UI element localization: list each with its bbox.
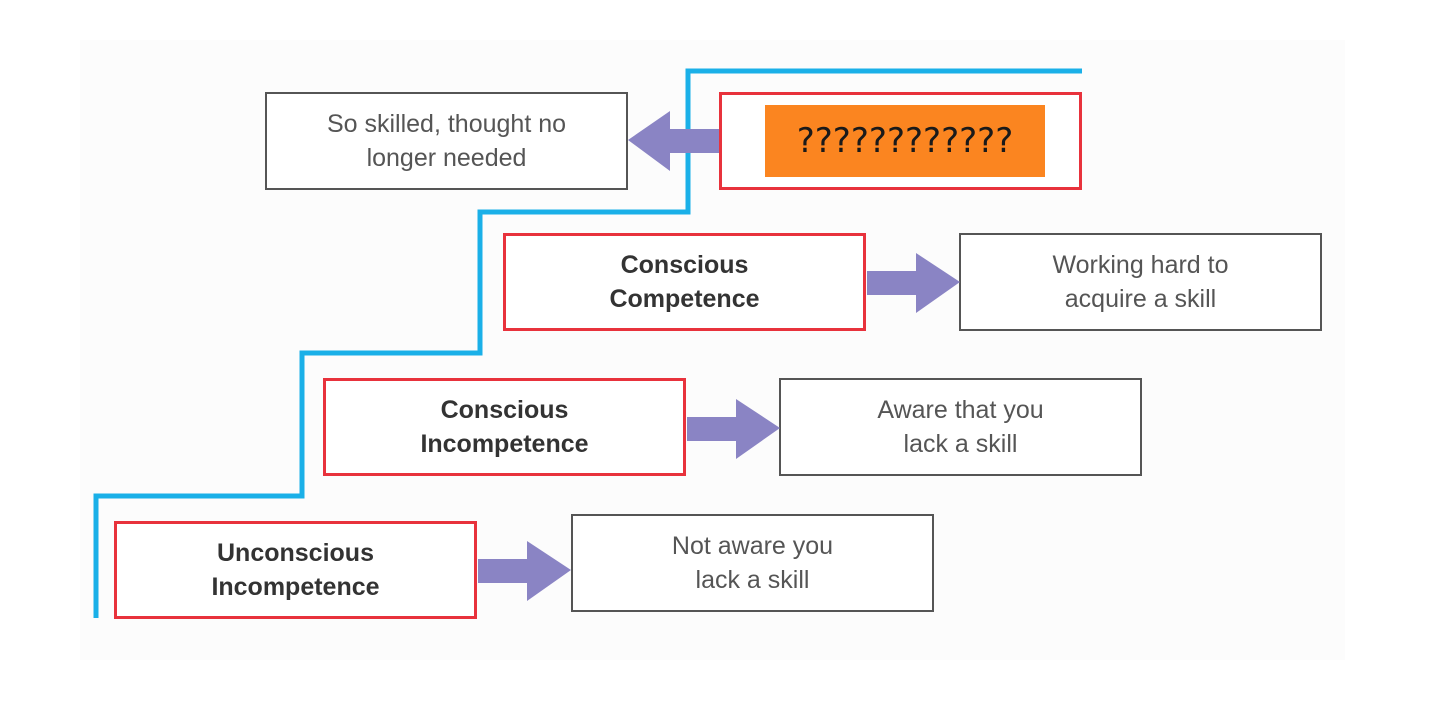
desc-so-skilled: So skilled, thought no longer needed [265,92,628,190]
right-arrow-icon [867,253,960,313]
left-arrow-icon [628,111,719,171]
stage-label-line2: Competence [609,285,760,313]
desc-line2: lack a skill [695,566,810,594]
right-arrow-icon [478,541,571,601]
desc-line1: Working hard to [1052,251,1229,279]
stage-conscious-competence: Conscious Competence [503,233,866,331]
stage-label-line2: Incompetence [211,573,380,601]
desc-aware-lack: Aware that you lack a skill [779,378,1142,476]
stage-unconscious-incompetence: Unconscious Incompetence [114,521,477,619]
stage-conscious-incompetence: Conscious Incompetence [323,378,686,476]
desc-line1: So skilled, thought no [326,110,567,138]
stage-label-line1: Conscious [440,396,569,424]
desc-line1: Aware that you [877,396,1044,424]
stage-label-line1: Unconscious [217,539,374,567]
desc-line2: longer needed [366,144,527,172]
hidden-stage-text: ???????????? [796,121,1014,161]
desc-line1: Not aware you [671,532,834,560]
right-arrow-icon [687,399,780,459]
stage-label-line2: Incompetence [420,430,589,458]
stage-label-line1: Conscious [620,251,749,279]
hidden-stage-label: ???????????? [765,105,1045,177]
desc-not-aware: Not aware you lack a skill [571,514,934,612]
desc-line2: lack a skill [903,430,1018,458]
staircase-path [93,68,1082,618]
desc-line2: acquire a skill [1064,285,1217,313]
